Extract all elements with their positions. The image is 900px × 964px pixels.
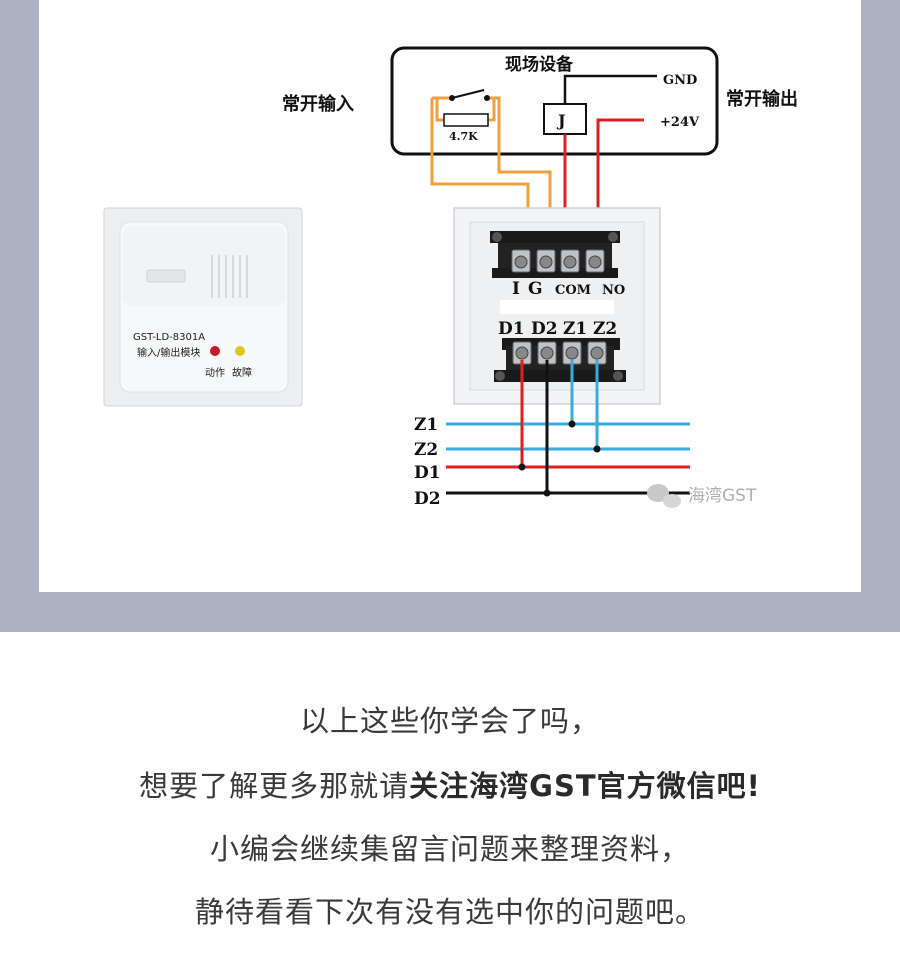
field-device-title: 现场设备 — [505, 54, 574, 75]
follow-gst-highlight: 关注海湾GST官方微信吧! — [409, 769, 761, 803]
fault-led — [235, 346, 245, 356]
top-terminal-block — [490, 231, 620, 278]
terminal-d2-label: D2 — [531, 319, 558, 339]
action-led — [210, 346, 220, 356]
terminal-no-label: NO — [602, 283, 625, 298]
v24-label: +24V — [660, 115, 700, 130]
bus-z1-label: Z1 — [414, 415, 438, 435]
resistor-label: 4.7K — [449, 130, 478, 143]
module-model: GST-LD-8301A — [133, 332, 205, 343]
footer-line-3: 小编会继续集留言问题来整理资料， — [209, 832, 690, 866]
terminal-z1-label: Z1 — [563, 319, 587, 339]
bus-d1-label: D1 — [414, 463, 441, 483]
terminal-g-label: G — [528, 279, 543, 299]
terminal-z2-label: Z2 — [593, 319, 617, 339]
module-photo: GST-LD-8301A 输入/输出模块 动作 故障 — [103, 207, 303, 407]
led-action-label: 动作 — [205, 367, 225, 379]
v24-wire — [596, 118, 644, 236]
terminal-i-label: I — [512, 279, 520, 299]
normally-open-output-label: 常开输出 — [726, 88, 798, 110]
gnd-wire — [563, 74, 657, 104]
footer-line-4: 静待看看下次有没有选中你的问题吧。 — [194, 895, 705, 929]
bus-d2-label: D2 — [414, 489, 441, 509]
wiring-diagram: GST-LD-8301A 输入/输出模块 动作 故障 现场设备 常开输入 常开输… — [103, 46, 798, 509]
module-name: 输入/输出模块 — [137, 346, 200, 359]
normally-open-input-label: 常开输入 — [282, 93, 354, 115]
bus-junctions — [518, 420, 601, 497]
watermark: 海湾GST — [647, 484, 757, 508]
relay-label: J — [556, 111, 566, 130]
switch-contact — [451, 89, 485, 99]
wechat-icon — [647, 484, 681, 508]
terminal-com-label: COM — [555, 283, 591, 298]
led-fault-label: 故障 — [232, 366, 252, 379]
watermark-text: 海湾GST — [688, 486, 757, 506]
resistor — [443, 113, 489, 127]
footer-text: 以上这些你学会了吗， 想要了解更多那就请关注海湾GST官方微信吧! 小编会继续集… — [0, 632, 900, 964]
footer-line-1: 以上这些你学会了吗， — [299, 704, 600, 738]
bus-z2-label: Z2 — [414, 440, 438, 460]
bottom-terminal-block — [494, 338, 626, 382]
terminal-d1-label: D1 — [498, 319, 525, 339]
bus-drops — [520, 360, 599, 493]
field-device-box — [390, 46, 719, 156]
footer-line-2-prefix: 想要了解更多那就请 — [139, 769, 410, 803]
footer-line-2: 想要了解更多那就请关注海湾GST官方微信吧! — [0, 763, 900, 805]
bus-lines — [446, 422, 690, 495]
gnd-label: GND — [663, 73, 697, 88]
